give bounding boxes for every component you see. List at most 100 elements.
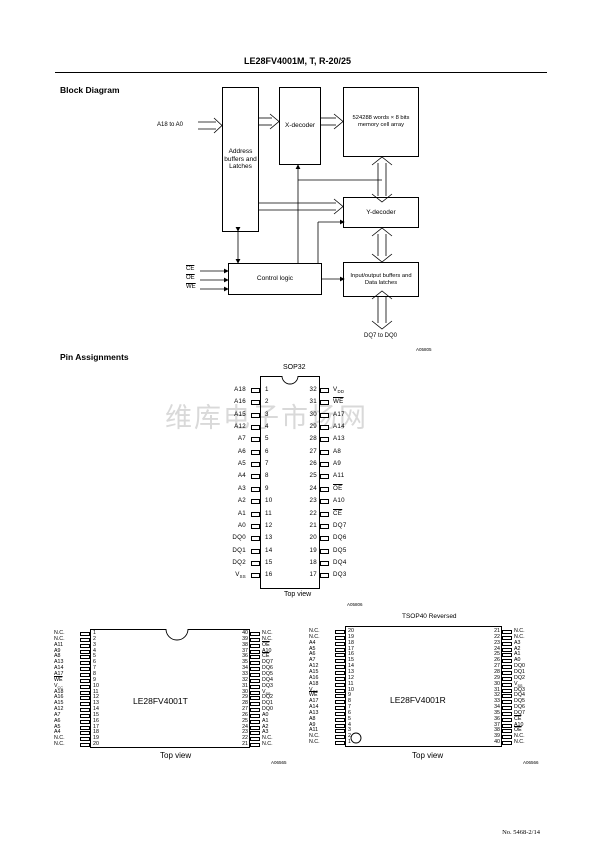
tsop-t-pin-number: 24 [242,723,248,730]
tsop-r-pin-name: A16 [309,674,319,681]
tsop-t-pin-pad [250,667,260,672]
tsop-t-pin-pad [250,713,260,718]
tsop-t-pin-pad [250,737,260,742]
tsop-t-pin-number: 30 [242,688,248,695]
tsop-r-pin-number: 32 [494,692,500,699]
sop32-pin-name: DQ7 [333,521,347,529]
sop32-pin-pad [251,474,260,480]
tsop-r-pin-name: A12 [309,663,319,670]
control-logic-label: Control logic [256,275,294,283]
tsop-t-pin-number: 29 [242,694,248,701]
tsop-t-pin-pad [80,672,90,677]
tsop-r-pin-number: 35 [494,709,500,716]
sop32-pin-name: DQ3 [333,571,347,579]
sop32-pin-name: A6 [237,447,246,455]
tsop-r-pin-pad [335,682,345,687]
tsop-r-pin-name: DQ1 [514,668,525,675]
sop32-pin-name: A11 [333,472,345,480]
tsop-r-pin-pad [335,729,345,734]
tsop-t-pin-pad [250,743,260,748]
tsop-r-pin-pad [335,635,345,640]
tsop-t-pin-pad [80,743,90,748]
tsop-t-pin-number: 34 [242,665,248,672]
tsop-t-pin-pad [80,737,90,742]
sop32-pin-name: A14 [333,423,345,431]
tsop-r-pin-number: 37 [494,721,500,728]
tsop-t-pin-number: 28 [242,700,248,707]
tsop-t-pin-number: 21 [242,741,248,748]
tsop-r-pin-pad [335,694,345,699]
sop32-pin-pad [251,499,260,505]
tsop-t-pin-pad [80,667,90,672]
control-logic-box: Control logic [228,263,322,295]
tsop-t-pin-number: 12 [93,694,99,701]
sop32-pin-number: 23 [309,497,317,505]
sop32-pin-pad [251,425,260,431]
tsop-t-pin-pad [250,696,260,701]
x-decoder-box: X-decoder [279,87,321,165]
tsop-r-pin-number: 2 [348,733,351,740]
tsop-r-pin-number: 8 [348,698,351,705]
tsop-t-pin-number: 19 [93,735,99,742]
tsop-t-pin-number: 7 [93,665,96,672]
tsop-r-pin-number: 33 [494,698,500,705]
sop32-pin-name: DQ0 [232,534,246,542]
sop32-pin-name: A18 [234,386,246,393]
tsop-r-pin-number: 22 [494,633,500,640]
tsop-t-pin-number: 10 [93,682,99,689]
tsop-r-pin-name: N.C. [514,633,525,640]
sop32-pin-number: 29 [309,423,317,431]
tsop-t-pin-number: 22 [242,735,248,742]
sop32-figure-code: A05806 [347,602,363,607]
tsop-r-pin-number: 38 [494,727,500,734]
sop32-pin-number: 30 [309,410,317,418]
tsop-t-pin-number: 35 [242,659,248,666]
sop32-pin-pad [320,462,329,468]
tsop-r-pin-number: 30 [494,680,500,687]
tsop-t-pin-pad [250,719,260,724]
tsop-r-pin-number: 31 [494,686,500,693]
sop32-pin-number: 6 [265,447,269,455]
sop32-pin-pad [251,412,260,418]
tsop-t-pin-number: 15 [93,711,99,718]
tsop-r-pin-number: 15 [348,657,354,664]
tsop-r-pin-name: DQ6 [514,704,525,711]
tsop-t-pin-pad [80,655,90,660]
sop32-pin-name: DQ4 [333,558,347,566]
tsop-t-pin-name: CE [262,653,270,660]
tsop-t-pin-number: 25 [242,717,248,724]
tsop-t-pin-name: DQ1 [262,700,273,707]
tsop-r-pin-pad [502,729,512,734]
block-diagram-figure-code: A05805 [416,347,432,352]
tsop-r-pin-name: A1 [514,651,521,658]
tsop-r-pin-pad [335,676,345,681]
tsop-t-pin-name: A8 [54,653,61,660]
oe-signal-label: OE [186,275,195,281]
tsop-r-pin-name: A6 [309,651,316,658]
tsop-t-pin-name: N.C. [262,741,273,748]
memory-array-label: 524288 words × 8 bits memory cell array [352,115,410,128]
tsop-t-pin-number: 40 [242,630,248,636]
tsop-r-pin-number: 9 [348,692,351,699]
tsop-r-chip [345,626,502,747]
tsop-t-pin-name: N.C. [262,630,273,636]
sop32-pin-name: A15 [234,410,246,418]
tsop-t-pin-number: 16 [93,717,99,724]
tsop-r-pin-number: 12 [348,674,354,681]
tsop-t-pin-name: A5 [54,723,61,730]
tsop-t-pin-name: VSS [262,688,271,696]
tsop-t-pin-pad [250,649,260,654]
tsop-r-pin-pad [502,630,512,634]
tsop-r-pin-pad [502,706,512,711]
data-pins-label: DQ7 to DQ0 [364,333,398,339]
tsop-t-pin-name: N.C. [54,735,65,742]
tsop-t-pin-pad [250,690,260,695]
sop32-top-view: Top view [284,591,312,598]
sop32-pin-number: 13 [265,534,273,542]
tsop-r-pin-pad [335,641,345,646]
tsop-t-pin-name: A13 [54,659,64,666]
tsop-t-pin-name: DQ2 [262,694,273,701]
sop32-pin-pad [251,449,260,455]
sop32-pin-pad [251,560,260,566]
page-title: LE28FV4001M, T, R-20/25 [243,56,352,66]
